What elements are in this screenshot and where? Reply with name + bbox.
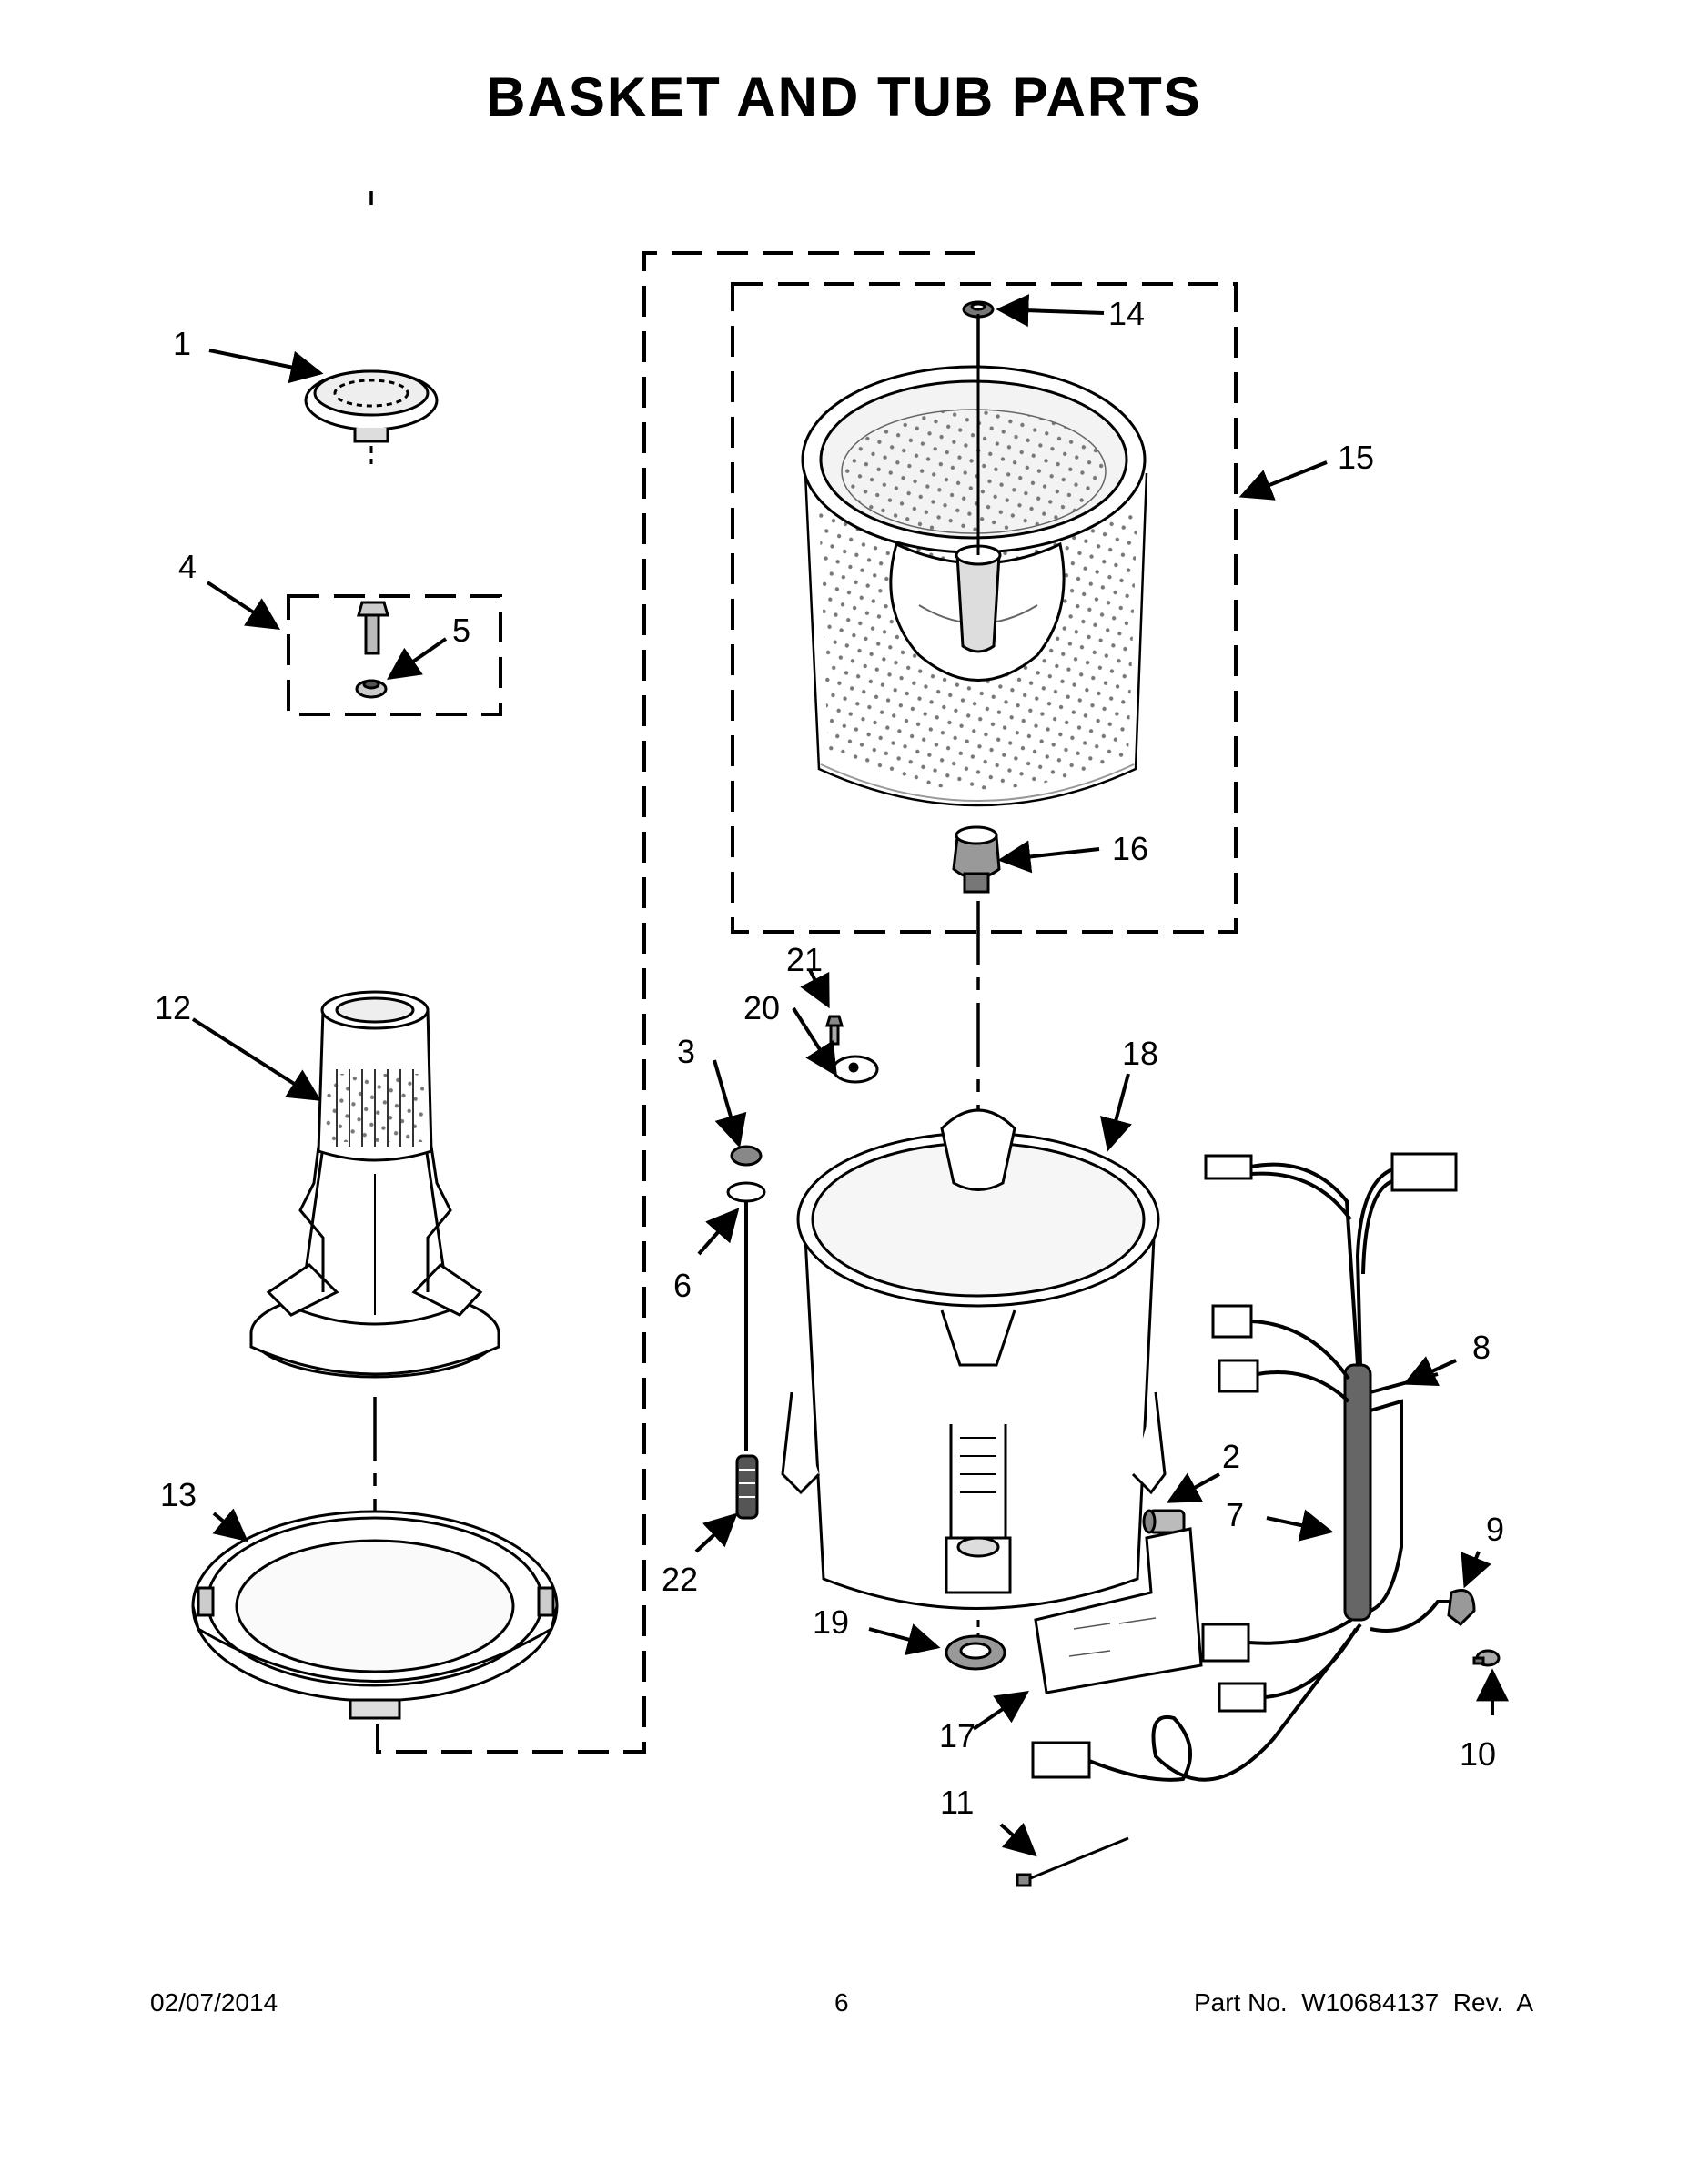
- callout-label-22: 22: [662, 1561, 698, 1598]
- basket-part-15: [801, 314, 1148, 807]
- filter-cap-part-1: [304, 369, 439, 464]
- cable-tie-part-11: [1016, 1836, 1129, 1887]
- page-title: BASKET AND TUB PARTS: [486, 66, 1202, 127]
- callout-label-1: 1: [173, 325, 191, 362]
- callout-label-14: 14: [1108, 295, 1145, 332]
- callout-label-16: 16: [1112, 830, 1148, 867]
- callout-label-8: 8: [1472, 1329, 1491, 1366]
- callout-label-6: 6: [673, 1267, 692, 1304]
- callout-label-4: 4: [178, 548, 197, 585]
- assembly-boundaries: [287, 251, 1238, 1754]
- footer-page-number: 6: [834, 1988, 849, 2017]
- agitator-part-12: [249, 990, 500, 1379]
- callout-labels: 1 2 3 4 5 6 7 8 9 10 11 12 13 14 15 16 1…: [155, 295, 1504, 1821]
- callout-label-10: 10: [1460, 1735, 1496, 1773]
- callout-label-7: 7: [1226, 1496, 1244, 1533]
- callout-label-5: 5: [452, 612, 470, 649]
- drive-hub-part-16: [952, 825, 1001, 894]
- callout-label-19: 19: [813, 1603, 849, 1641]
- bracket-parts-20-21: [824, 1015, 879, 1084]
- callout-label-2: 2: [1222, 1438, 1240, 1475]
- callout-label-15: 15: [1338, 439, 1374, 476]
- callout-leaders: [191, 294, 1509, 1857]
- callout-label-9: 9: [1486, 1511, 1504, 1548]
- callout-label-13: 13: [160, 1476, 197, 1513]
- label-part-17: [1034, 1527, 1203, 1694]
- wire-harness-parts-7-8-9-10: [1031, 1152, 1501, 1782]
- outer-tub-part-18: [781, 1108, 1167, 1638]
- basket-assembly-box: [731, 282, 1238, 934]
- footer-part-number: Part No. W10684137 Rev. A: [1193, 1988, 1533, 2017]
- bolt-kit-box: [287, 594, 502, 716]
- drain-fitting-part-2: [1142, 1509, 1186, 1534]
- callout-label-20: 20: [743, 989, 780, 1026]
- callout-label-12: 12: [155, 989, 191, 1026]
- bolt-and-washer-parts-4-5: [355, 601, 389, 699]
- callout-label-21: 21: [786, 941, 823, 978]
- callout-label-18: 18: [1122, 1035, 1158, 1072]
- seal-part-19: [945, 1634, 1006, 1671]
- callout-label-17: 17: [939, 1717, 975, 1754]
- outer-assembly-boundary: [376, 251, 975, 1754]
- suspension-rod-parts-3-6-22: [726, 1145, 766, 1520]
- nut-part-14: [962, 300, 995, 318]
- footer-date: 02/07/2014: [150, 1988, 278, 2017]
- tub-ring-part-13: [191, 1510, 559, 1720]
- callout-label-11: 11: [940, 1784, 974, 1821]
- callout-label-3: 3: [677, 1033, 695, 1070]
